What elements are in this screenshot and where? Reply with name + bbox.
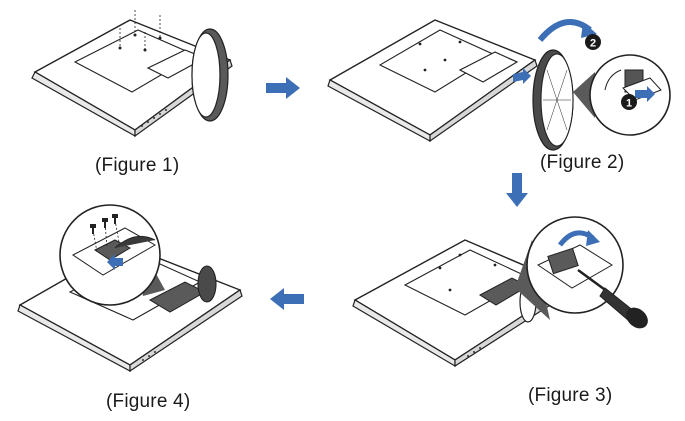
monitor-with-stand-drawing: [20, 0, 240, 150]
step-2-badge: 2: [590, 38, 596, 50]
step-1-badge: 1: [626, 98, 632, 110]
neck-release-drawing: [350, 210, 680, 380]
base-removal-drawing: 2 1: [325, 0, 680, 155]
figure-4-caption: (Figure 4): [106, 391, 190, 413]
figure-1-illustration: [20, 0, 240, 150]
arrow-right-icon: [266, 77, 300, 99]
arrow-left-icon: [270, 288, 304, 310]
figure-3-caption: (Figure 3): [528, 385, 612, 407]
figure-3-illustration: [350, 210, 680, 380]
figure-2-illustration: 2 1: [325, 0, 680, 155]
figure-1-caption: (Figure 1): [95, 155, 179, 177]
screw-removal-drawing: [15, 200, 250, 385]
figure-2-caption: (Figure 2): [540, 152, 624, 174]
figure-4-illustration: [15, 200, 250, 385]
arrow-down-icon: [506, 173, 528, 207]
